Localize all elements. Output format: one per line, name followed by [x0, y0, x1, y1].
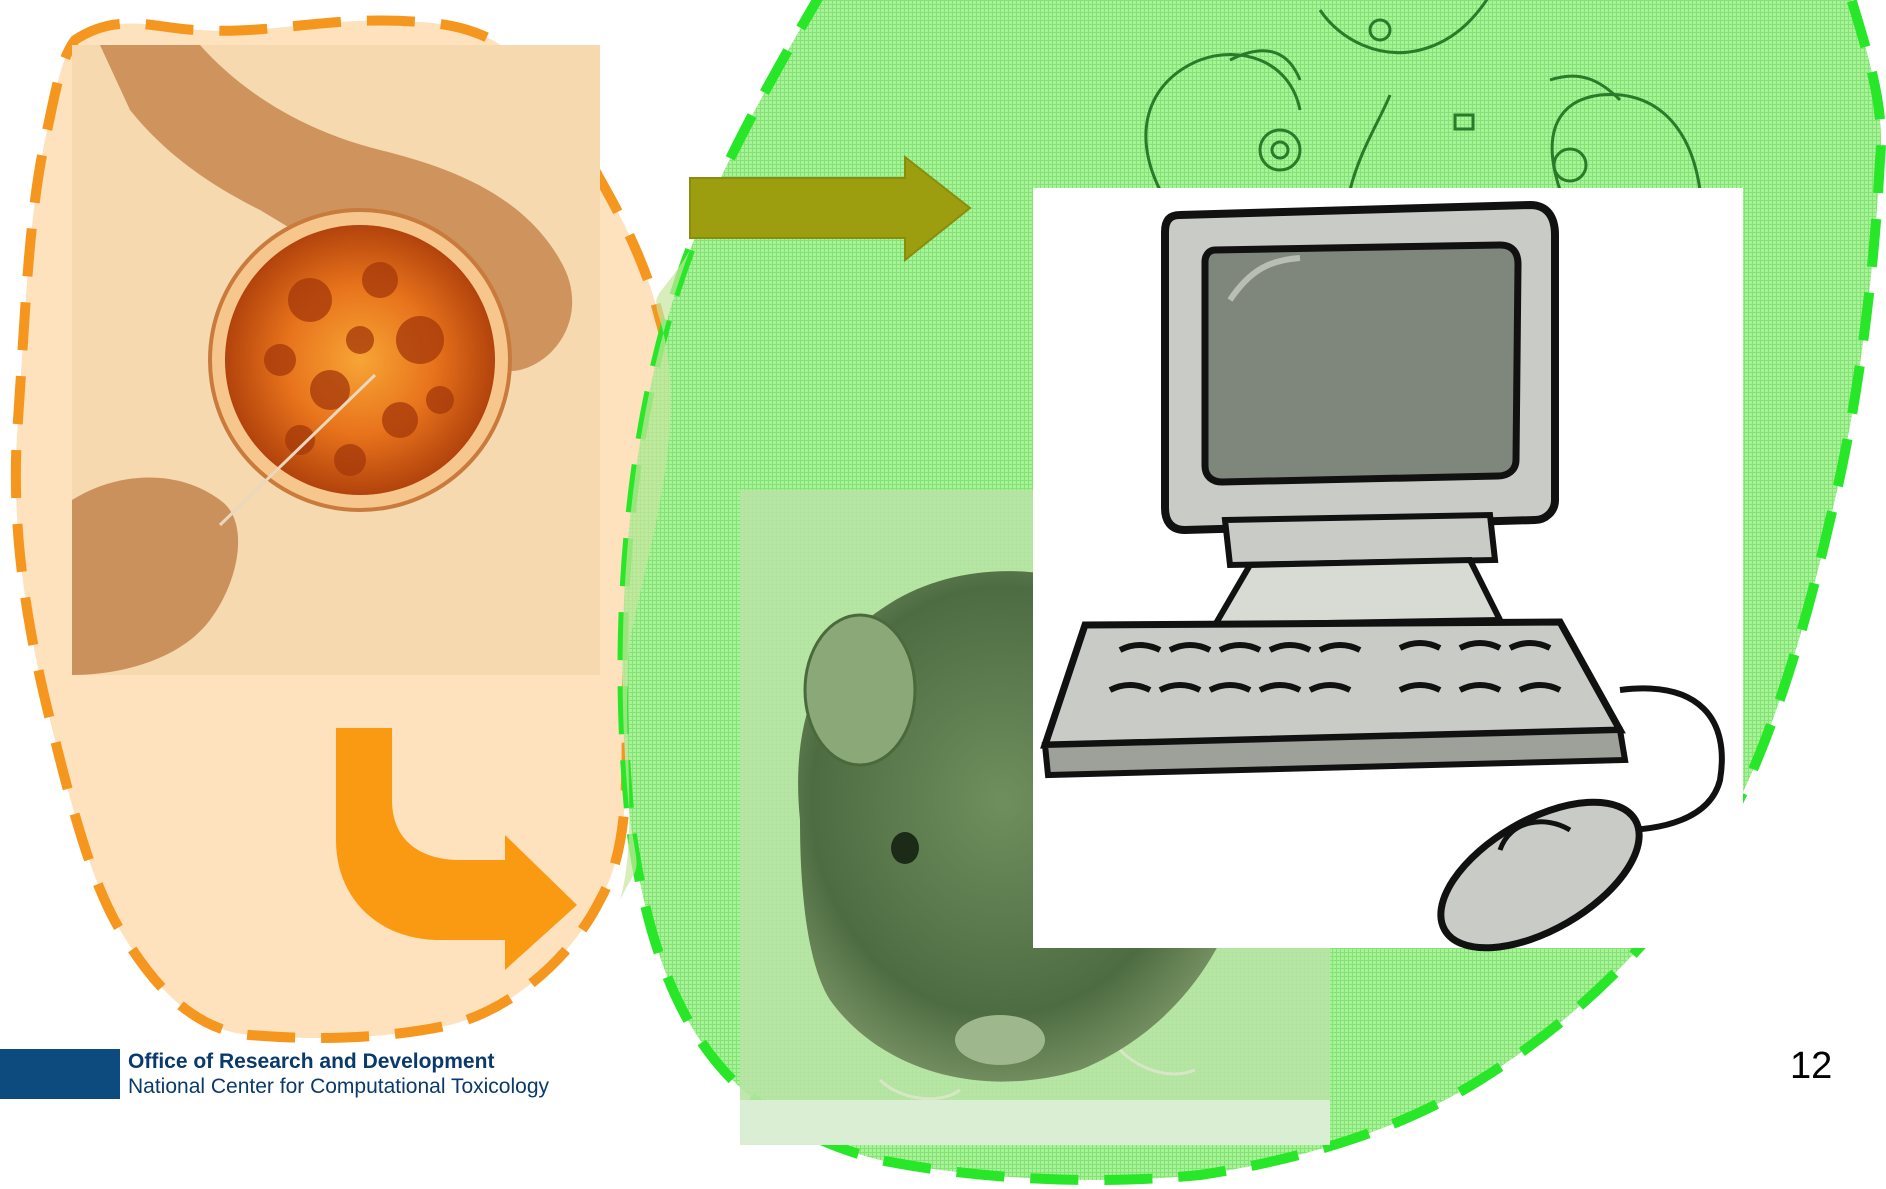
footer: Office of Research and Development Natio…: [128, 1049, 549, 1099]
children-sketch-icon: [1144, 0, 1702, 191]
petri-dish-photo-icon: [208, 208, 512, 527]
in-vitro-region: [10, 15, 676, 1043]
right-arrow-icon: [689, 154, 972, 263]
footer-logo-bar: [0, 1049, 120, 1099]
page-number: 12: [1790, 1045, 1833, 1087]
footer-center-name: National Center for Computational Toxico…: [128, 1075, 550, 1098]
desktop-computer-icon: [1033, 188, 1743, 952]
curved-arrow-icon: [336, 728, 577, 970]
rat-photo-base: [740, 1100, 1330, 1145]
overlap-region: [620, 250, 690, 900]
footer-org-name: Office of Research and Development: [128, 1050, 495, 1073]
lower-hand-shape: [72, 477, 239, 675]
